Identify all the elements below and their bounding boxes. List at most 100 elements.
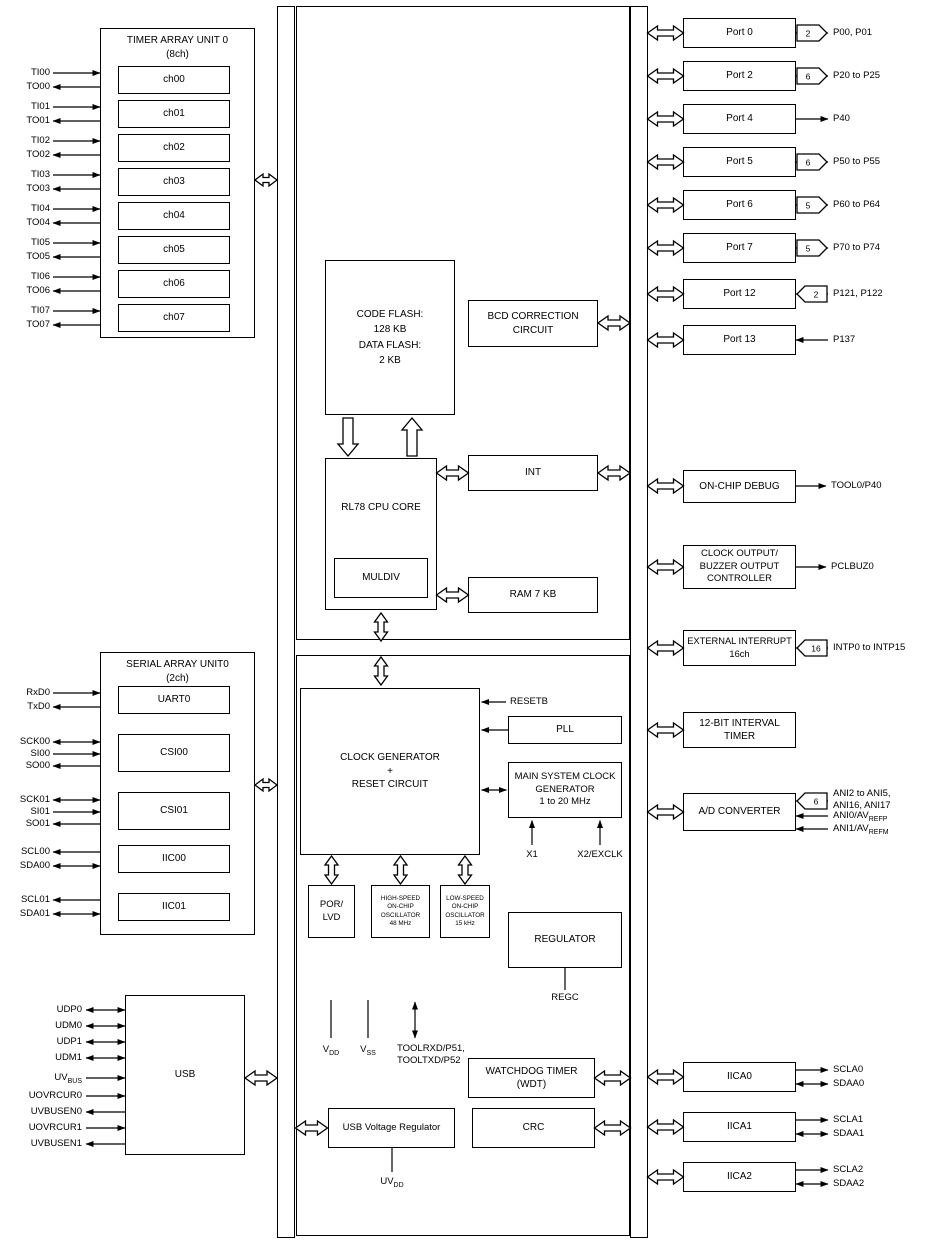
- port4-box: Port 4: [683, 104, 796, 134]
- timer-channel-label: ch03: [163, 176, 185, 188]
- pin-label: TI03: [30, 169, 50, 180]
- pin-label: TI05: [30, 237, 50, 248]
- timer-channel-box: ch03: [118, 168, 230, 196]
- ls-osc-line: ON-CHIP: [451, 903, 479, 911]
- timer-channel-label: ch02: [163, 142, 185, 154]
- pin-label: SCLA2: [833, 1164, 864, 1175]
- pin-label: SCLA0: [833, 1064, 864, 1075]
- bcd-line: BCD CORRECTION: [487, 311, 579, 322]
- pin-label: TI07: [30, 305, 50, 316]
- cpu-core-label: RL78 CPU CORE: [341, 502, 421, 513]
- iic01-box: IIC01: [118, 893, 230, 921]
- port12-box: Port 12: [683, 279, 796, 309]
- pin-label: SDA00: [19, 860, 50, 871]
- muldiv-label: MULDIV: [362, 572, 400, 584]
- timer-channel-label: ch04: [163, 210, 185, 222]
- svg-text:6: 6: [806, 158, 811, 168]
- port0-box: Port 0: [683, 18, 796, 48]
- flash-line: 128 KB: [373, 324, 407, 335]
- pin-label: SO01: [25, 818, 50, 829]
- pin-label: SDAA0: [833, 1078, 865, 1089]
- pin-label: SDA01: [19, 908, 50, 919]
- svg-text:6: 6: [806, 72, 811, 82]
- pin-label: UOVRCUR1: [28, 1122, 82, 1133]
- vss-label: VSS: [360, 1044, 376, 1057]
- port-label: Port 13: [723, 334, 756, 346]
- x1-label: X1: [526, 849, 538, 860]
- port-label: Port 4: [726, 113, 753, 125]
- pin-label: TO06: [26, 285, 50, 296]
- interval-line: 12-BIT INTERVAL: [699, 717, 780, 729]
- pin-label: SCLA1: [833, 1114, 864, 1125]
- flash-line: 2 KB: [379, 355, 401, 366]
- svg-text:16: 16: [811, 644, 821, 654]
- por-line: LVD: [322, 911, 341, 923]
- timer-channel-box: ch00: [118, 66, 230, 94]
- pin-label: TxD0: [27, 701, 50, 712]
- serial-array-unit-subtitle: (2ch): [166, 672, 189, 684]
- pin-label: SCL01: [20, 894, 50, 905]
- hs-osc-line: ON-CHIP: [387, 903, 414, 911]
- pin-label: P60 to P64: [833, 199, 881, 210]
- pin-label: TO07: [26, 319, 50, 330]
- port5-box: Port 5: [683, 147, 796, 177]
- pin-label: UVBUSEN1: [30, 1138, 82, 1149]
- csi00-label: CSI00: [160, 747, 188, 759]
- iica-label: IICA0: [726, 1071, 752, 1083]
- csi01-label: CSI01: [160, 805, 188, 817]
- pin-label: TI00: [30, 67, 50, 78]
- port6-box: Port 6: [683, 190, 796, 220]
- interval-timer-box: 12-BIT INTERVAL TIMER: [683, 712, 796, 748]
- int-label: INT: [524, 467, 542, 479]
- timer-channel-label: ch06: [163, 278, 185, 290]
- regulator-box: REGULATOR: [508, 912, 622, 968]
- external-interrupt-box: EXTERNAL INTERRUPT 16ch: [683, 630, 796, 666]
- pin-label: ANI2 to ANI5, ANI16, ANI17: [833, 788, 891, 811]
- timer-channel-label: ch07: [163, 312, 185, 324]
- internal-bus-right: [630, 6, 648, 1238]
- pin-label: P50 to P55: [833, 156, 881, 167]
- port7-box: Port 7: [683, 233, 796, 263]
- timer-channel-label: ch01: [163, 108, 185, 120]
- pin-label: UDP0: [56, 1004, 82, 1015]
- wdt-line: (WDT): [516, 1079, 547, 1090]
- ram-box: RAM 7 KB: [468, 577, 598, 613]
- crc-label: CRC: [522, 1122, 545, 1134]
- pin-label: TOOL0/P40: [831, 480, 882, 491]
- svg-text:5: 5: [806, 244, 811, 254]
- svg-text:2: 2: [814, 290, 819, 300]
- pin-label: TO00: [26, 81, 50, 92]
- por-line: POR/: [319, 898, 344, 910]
- mainclk-line: 1 to 20 MHz: [539, 796, 591, 808]
- ls-osc-line: OSCILLATOR: [445, 911, 485, 919]
- low-speed-osc-box: LOW-SPEED ON-CHIP OSCILLATOR 15 kHz: [440, 885, 490, 938]
- flash-line: CODE FLASH:: [356, 308, 424, 320]
- main-clock-generator-box: MAIN SYSTEM CLOCK GENERATOR 1 to 20 MHz: [508, 762, 622, 818]
- pll-box: PLL: [508, 716, 622, 744]
- mainclk-line: GENERATOR: [535, 783, 595, 795]
- ad-converter-box: A/D CONVERTER: [683, 793, 796, 831]
- pin-label: ANI1/AVREFM: [833, 823, 889, 836]
- iic00-box: IIC00: [118, 845, 230, 873]
- x2-label: X2/EXCLK: [577, 849, 623, 860]
- interval-line: TIMER: [723, 731, 756, 742]
- extint-line: 16ch: [729, 649, 750, 659]
- timer-channel-box: ch01: [118, 100, 230, 128]
- pin-label: UVBUSEN0: [30, 1106, 82, 1117]
- muldiv-box: MULDIV: [334, 558, 428, 598]
- debug-label: ON-CHIP DEBUG: [699, 480, 780, 492]
- pin-label: UDP1: [56, 1036, 82, 1047]
- pin-label: SI00: [30, 748, 50, 759]
- pin-label: P70 to P74: [833, 242, 881, 253]
- uvdd-label: UVDD: [380, 1176, 404, 1189]
- clockgen-line: +: [387, 765, 393, 777]
- svg-text:6: 6: [814, 797, 819, 807]
- port-label: Port 6: [726, 199, 753, 211]
- port2-box: Port 2: [683, 61, 796, 91]
- adc-label: A/D CONVERTER: [698, 806, 781, 818]
- pin-label: UVBUS: [54, 1072, 82, 1085]
- timer-array-unit-subtitle: (8ch): [166, 48, 189, 60]
- pin-label: SDAA1: [833, 1128, 865, 1139]
- pin-label: ANI0/AVREFP: [833, 810, 888, 823]
- mainclk-line: MAIN SYSTEM CLOCK: [514, 770, 616, 782]
